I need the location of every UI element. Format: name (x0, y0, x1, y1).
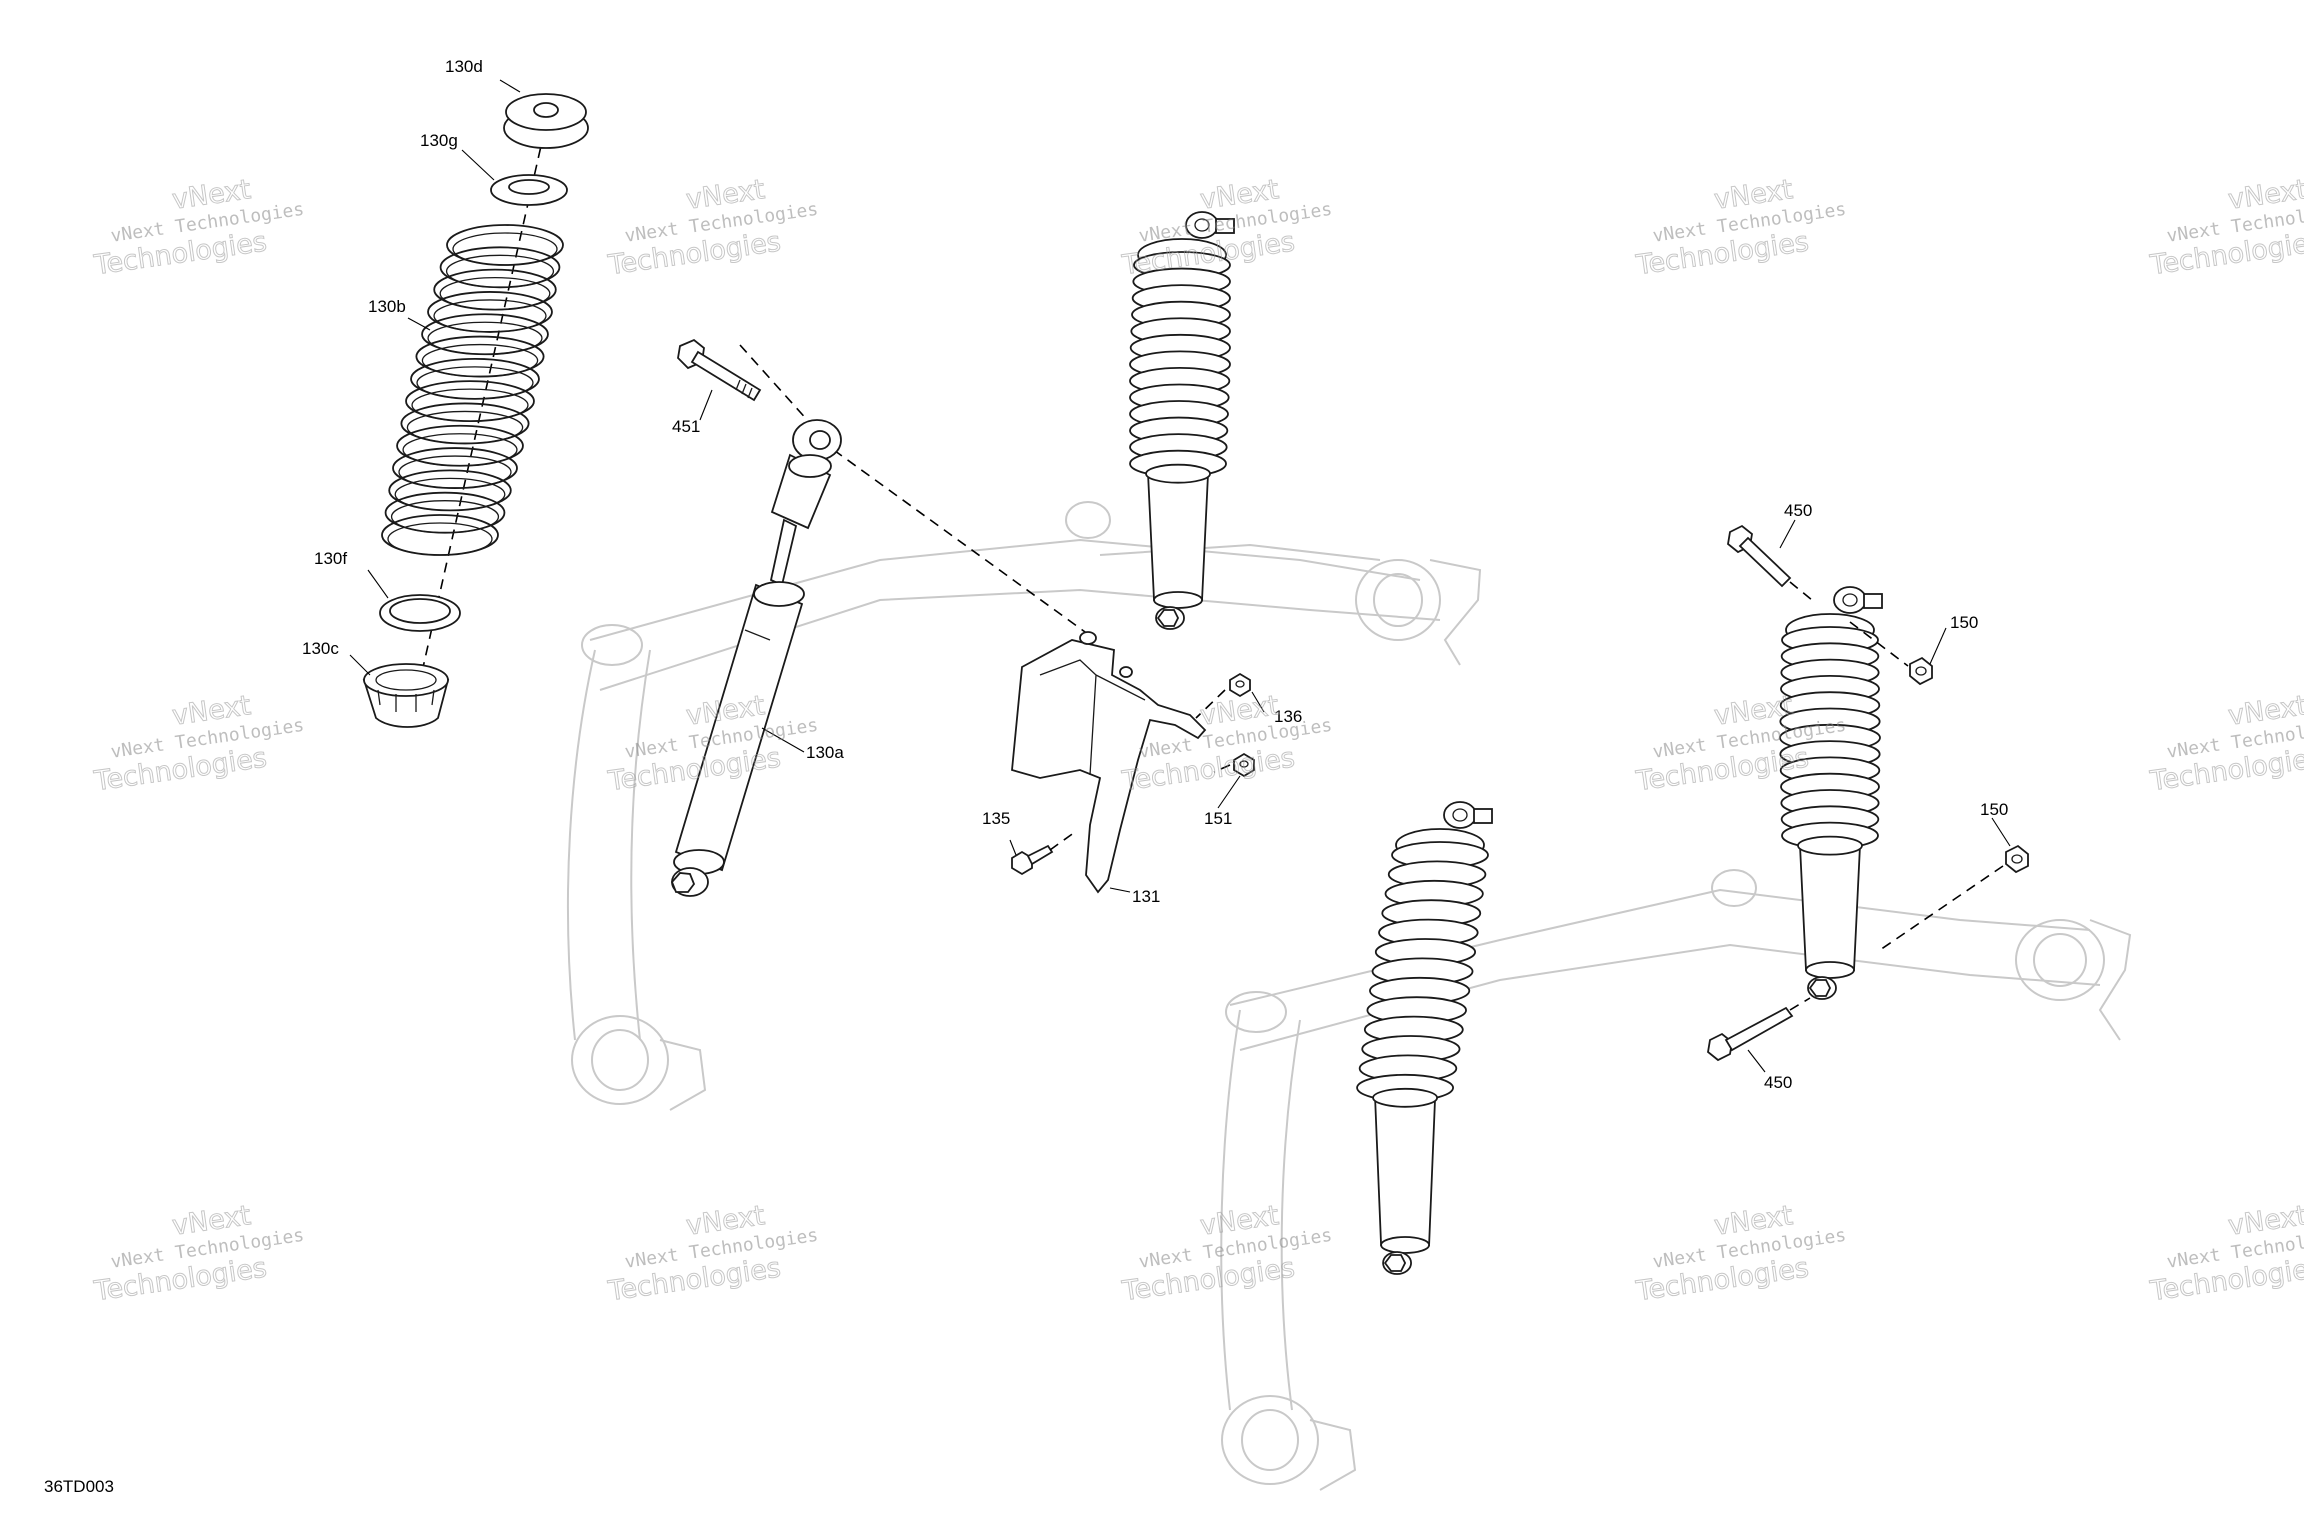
spring-coil-inner (402, 433, 518, 467)
spring-coil-inner (445, 254, 555, 288)
leader-lines (349, 79, 2011, 1073)
bolt-450-bottom (1707, 1006, 1794, 1062)
shock-bottom-nut (1156, 609, 1180, 627)
shock-body-collar (1372, 1087, 1438, 1108)
callout-130a: 130a (806, 743, 844, 762)
nut-136 (1229, 672, 1251, 698)
drawing-code: 36TD003 (44, 1477, 114, 1496)
spring-coil-inner (439, 276, 551, 311)
spring-ring (379, 594, 461, 632)
shock-body-collar (1145, 463, 1211, 484)
callout-131: 131 (1132, 887, 1160, 906)
shock-top-eye-bore (1452, 808, 1468, 822)
callout-135: 135 (982, 809, 1010, 828)
callout-130b: 130b (368, 297, 406, 316)
spring-coil-inner (406, 410, 524, 445)
nut-150-bottom (2005, 844, 2029, 874)
right-a-arm-ghost (1220, 869, 2132, 1491)
shock-body-end (1805, 961, 1855, 979)
spring-coil-inner (433, 299, 547, 333)
lower-spring-cup (362, 663, 450, 728)
spring-coil-inner (427, 321, 543, 355)
callout-450-bottom: 450 (1764, 1073, 1792, 1092)
callout-130f: 130f (314, 549, 347, 568)
shock-body-collar (1797, 835, 1863, 856)
spring-stack-exploded (362, 93, 589, 728)
callout-136: 136 (1274, 707, 1302, 726)
shock-damper (670, 338, 1093, 897)
shock-bottom-nut (1808, 979, 1832, 997)
shock-top-eye (1833, 586, 1867, 614)
spring-coil-inner (390, 500, 500, 534)
shock-body-end (1153, 591, 1203, 609)
callout-450-top: 450 (1784, 501, 1812, 520)
shock-top-eye-bore (1194, 218, 1210, 232)
shock-top-spacer (1473, 808, 1493, 824)
shock-guard-131 (1011, 631, 1207, 894)
shock-bottom-nut (1383, 1254, 1407, 1272)
callout-130g: 130g (420, 131, 458, 150)
callout-150-top: 150 (1950, 613, 1978, 632)
callout-130d: 130d (445, 57, 483, 76)
shock-top-spacer (1215, 218, 1235, 234)
shock-body-end (1380, 1236, 1430, 1254)
spring-coil-inner (416, 366, 534, 400)
callout-451: 451 (672, 417, 700, 436)
shock-top-eye-bore (1842, 593, 1858, 607)
spring-coil-inner (411, 388, 529, 422)
spacer-ring (490, 174, 568, 206)
shock-top-spacer (1863, 593, 1883, 609)
callout-151: 151 (1204, 809, 1232, 828)
nut-151 (1233, 752, 1255, 778)
shock-assembly-right (1779, 586, 1883, 1000)
callout-130c: 130c (302, 639, 339, 658)
shock-body (1374, 1096, 1437, 1246)
spring-coil-inner (398, 455, 512, 489)
shock-body (1799, 844, 1861, 971)
spring-coil-inner (421, 343, 539, 378)
upper-spring-seat (503, 93, 589, 149)
bolt-450-top (1727, 524, 1792, 588)
coil-spring (381, 224, 564, 556)
callout-150-bottom: 150 (1980, 800, 2008, 819)
shock-assembly-front-left (1356, 801, 1493, 1275)
bolt-135 (1011, 844, 1054, 876)
bolt-451 (677, 338, 762, 402)
spring-coil-inner (394, 477, 506, 512)
nut-150-top (1909, 656, 1933, 686)
shock-assembly-rear-left (1129, 211, 1235, 630)
spring-coil-inner (387, 522, 493, 556)
shock-top-eye (1443, 801, 1477, 829)
spring-coil-inner (452, 232, 558, 266)
shock-body (1147, 472, 1209, 601)
